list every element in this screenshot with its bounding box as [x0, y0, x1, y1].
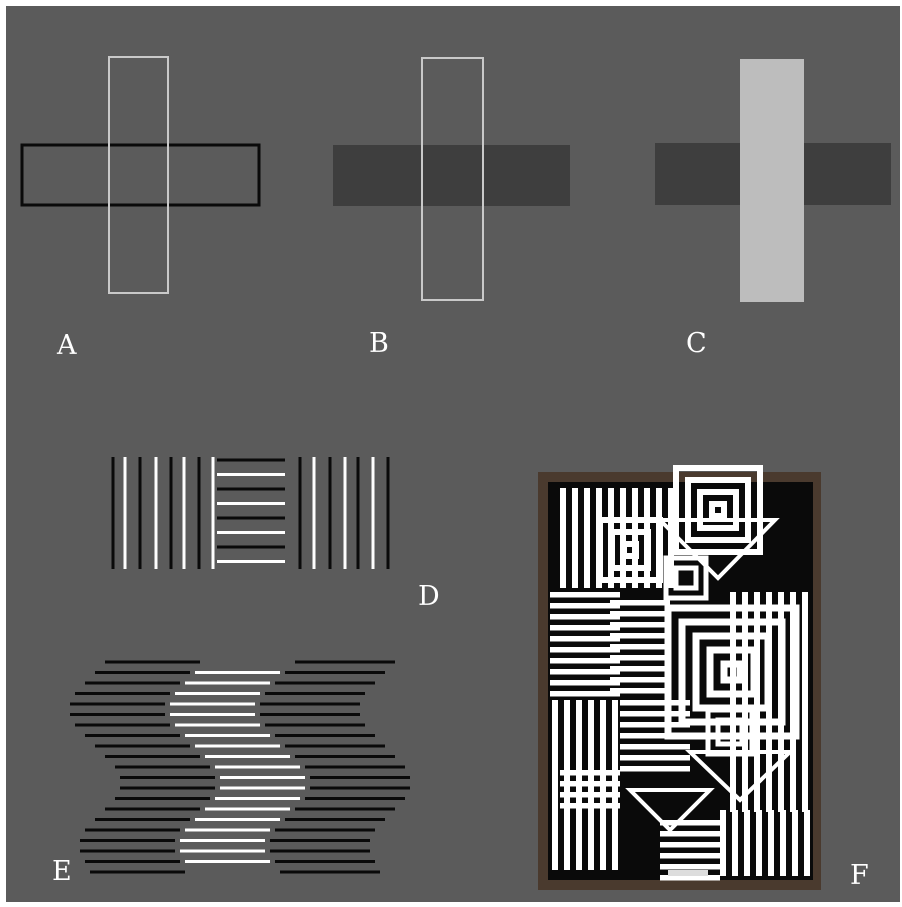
- painting-stripe: [610, 600, 670, 606]
- painting-stripe: [620, 744, 690, 750]
- painting-stripe: [792, 810, 798, 876]
- painting-stripe: [550, 636, 620, 642]
- painting-stripe: [780, 810, 786, 876]
- panel-a-label: A: [56, 330, 77, 361]
- painting-stripe: [610, 644, 670, 650]
- painting-stripe: [560, 781, 620, 787]
- painting-stripe: [550, 691, 620, 697]
- painting-stripe: [610, 633, 670, 639]
- painting-stripe: [550, 603, 620, 609]
- painting-stripe: [560, 770, 620, 776]
- painting-stripe: [550, 614, 620, 620]
- painting-stripe: [802, 592, 808, 812]
- painting-stripe: [660, 820, 720, 826]
- painting-stripe: [744, 810, 750, 876]
- painting-stripe: [610, 622, 670, 628]
- painting-stripe: [610, 688, 670, 694]
- panel-f-painting: [538, 468, 821, 890]
- panel-d-label: D: [418, 581, 440, 612]
- painting-stripe: [756, 810, 762, 876]
- painting-stripe: [632, 488, 638, 588]
- painting-stripe: [620, 488, 626, 588]
- painting-stripe: [550, 669, 620, 675]
- panel-f-label: F: [850, 860, 869, 891]
- painting-stripe: [550, 647, 620, 653]
- painting-stripe: [550, 680, 620, 686]
- painting-stripe: [560, 488, 566, 588]
- painting-stripe: [560, 792, 620, 798]
- painting-stripe: [552, 700, 558, 870]
- painting-stripe: [584, 488, 590, 588]
- painting-stripe: [610, 655, 670, 661]
- painting-stripe: [550, 625, 620, 631]
- panel-b-label: B: [369, 328, 389, 359]
- painting-stripe: [660, 842, 720, 848]
- painting-stripe: [550, 658, 620, 664]
- panel-b-horizontal-bar: [333, 145, 570, 206]
- painting-stripe: [768, 810, 774, 876]
- painting-stripe: [660, 853, 720, 859]
- painting-stripe: [804, 810, 810, 876]
- painting-stripe: [550, 592, 620, 598]
- painting-stripe: [610, 666, 670, 672]
- painting-stripe: [610, 677, 670, 683]
- painting-stripe: [560, 803, 620, 809]
- painting-stripe: [720, 810, 726, 876]
- panel-e-staggered-lines: [70, 662, 410, 872]
- painting-stripe: [732, 810, 738, 876]
- painting-stripe: [660, 864, 720, 870]
- painting-stripe: [610, 611, 670, 617]
- panel-f-signature-plaque: [668, 870, 708, 876]
- panel-c-vertical-bar: [740, 59, 804, 302]
- painting-stripe: [620, 766, 690, 772]
- painting-stripe: [572, 488, 578, 588]
- panel-e-label: E: [52, 856, 72, 887]
- painting-stripe: [620, 755, 690, 761]
- panel-c-label: C: [686, 328, 707, 359]
